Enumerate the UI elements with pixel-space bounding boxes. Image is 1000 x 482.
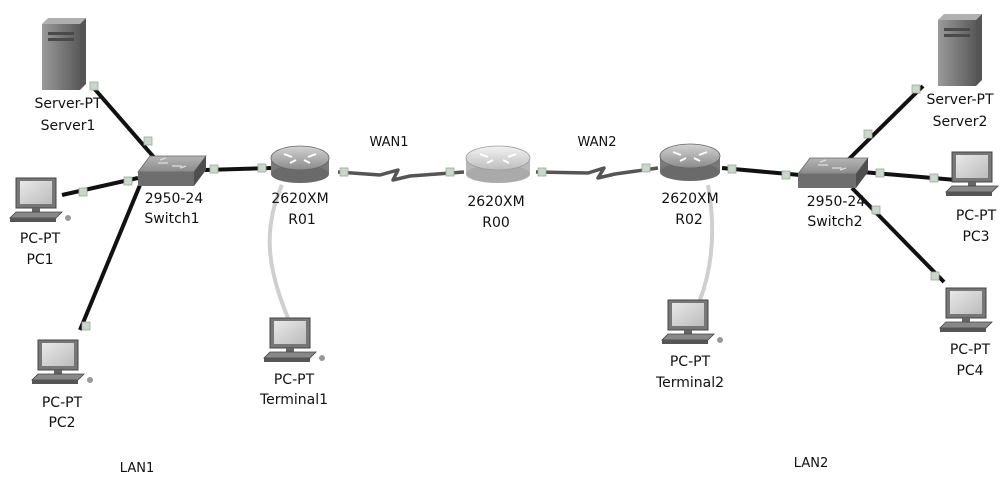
switch1-device[interactable]: 2950-24 Switch1 [137, 155, 207, 227]
pc-icon [939, 287, 993, 332]
link-switch2-pc4[interactable] [850, 186, 946, 284]
port-dot [445, 167, 455, 177]
port-dot [257, 163, 267, 173]
switch1-name-label: Switch1 [144, 211, 199, 227]
r02-device[interactable]: 2620XM R02 [659, 143, 721, 228]
link-pc2-switch1[interactable] [78, 184, 142, 331]
switch2-device[interactable]: 2950-24 Switch2 [797, 157, 869, 230]
port-dot [339, 167, 349, 177]
server2-name-label: Server2 [933, 114, 988, 130]
r01-device[interactable]: 2620XM R01 [270, 145, 330, 228]
server-icon [42, 18, 86, 90]
pc-icon [661, 299, 723, 344]
port-dot [89, 81, 99, 91]
pc2-model-label: PC-PT [42, 395, 83, 411]
r02-model-label: 2620XM [661, 191, 718, 207]
r00-model-label: 2620XM [467, 194, 524, 210]
r00-name-label: R00 [482, 215, 510, 231]
router-icon [465, 145, 531, 183]
pc4-model-label: PC-PT [950, 342, 991, 358]
pc4-device[interactable]: PC-PT PC4 [939, 287, 993, 379]
port-dot [209, 164, 219, 174]
port-dot [875, 168, 885, 178]
link-console-terminal1[interactable] [267, 184, 290, 319]
pc2-device[interactable]: PC-PT PC2 [31, 339, 93, 431]
switch-icon [797, 157, 869, 188]
terminal2-name-label: Terminal2 [655, 375, 724, 391]
pc-icon [31, 339, 93, 384]
wan1-label: WAN1 [369, 135, 408, 150]
terminal1-name-label: Terminal1 [259, 392, 328, 408]
pc-icon [9, 177, 71, 222]
pc1-name-label: PC1 [26, 252, 53, 268]
port-dot [641, 163, 651, 173]
pc2-name-label: PC2 [48, 415, 75, 431]
pc3-name-label: PC3 [962, 229, 989, 245]
wan2-label: WAN2 [577, 135, 616, 150]
pc-icon [263, 317, 325, 362]
switch2-name-label: Switch2 [807, 214, 862, 230]
port-dot [81, 321, 91, 331]
pc3-device[interactable]: PC-PT PC3 [945, 151, 999, 245]
port-dot [78, 187, 88, 197]
link-wan2-serial[interactable] [535, 166, 659, 180]
server1-device[interactable]: Server-PT Server1 [34, 18, 102, 134]
lan1-label: LAN1 [120, 461, 154, 476]
server1-name-label: Server1 [41, 118, 96, 134]
terminal1-model-label: PC-PT [274, 372, 315, 388]
pc-icon [945, 151, 999, 196]
lan2-label: LAN2 [794, 456, 828, 471]
router-icon [659, 143, 721, 181]
r00-device[interactable]: 2620XM R00 [465, 145, 531, 231]
pc1-model-label: PC-PT [20, 231, 61, 247]
server-icon [938, 14, 982, 86]
pc1-device[interactable]: PC-PT PC1 [9, 177, 71, 268]
router-icon [270, 145, 330, 183]
server1-model-label: Server-PT [34, 96, 102, 112]
port-indicators [78, 81, 940, 331]
r02-name-label: R02 [675, 212, 703, 228]
port-dot [781, 170, 791, 180]
r01-name-label: R01 [288, 212, 316, 228]
switch1-model-label: 2950-24 [145, 191, 204, 207]
port-dot [871, 205, 881, 215]
switch-icon [137, 155, 207, 186]
port-dot [727, 164, 737, 174]
link-console-terminal2[interactable] [698, 184, 715, 301]
link-server2-switch2[interactable] [846, 84, 925, 162]
terminal2-model-label: PC-PT [670, 354, 711, 370]
pc3-model-label: PC-PT [956, 208, 997, 224]
server2-model-label: Server-PT [926, 92, 994, 108]
port-dot [123, 176, 133, 186]
port-dot [929, 173, 939, 183]
pc4-name-label: PC4 [956, 363, 983, 379]
port-dot [863, 129, 873, 139]
link-wan1-serial[interactable] [337, 168, 465, 182]
links [61, 84, 957, 331]
terminal1-device[interactable]: PC-PT Terminal1 [259, 317, 328, 408]
port-dot [911, 84, 921, 94]
server2-device[interactable]: Server-PT Server2 [926, 14, 994, 130]
switch2-model-label: 2950-24 [807, 194, 866, 210]
r01-model-label: 2620XM [271, 191, 328, 207]
port-dot [537, 167, 547, 177]
port-dot [143, 136, 153, 146]
port-dot [930, 271, 940, 281]
terminal2-device[interactable]: PC-PT Terminal2 [655, 299, 724, 391]
